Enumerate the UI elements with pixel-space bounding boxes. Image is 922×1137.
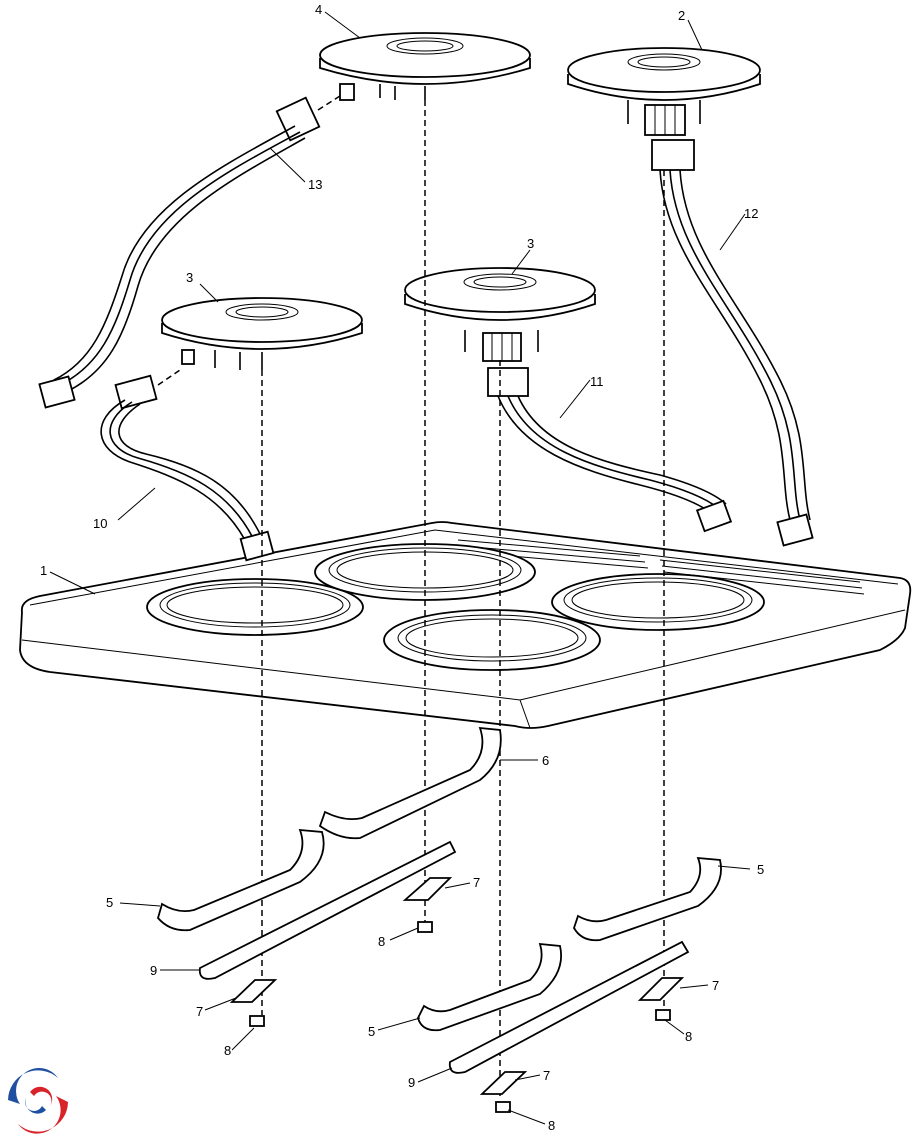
callout-12: 12 — [744, 206, 758, 221]
callout-6: 6 — [542, 753, 549, 768]
bracket-6 — [318, 726, 502, 840]
callout-7-a: 7 — [473, 875, 480, 890]
cooktop-panel — [19, 521, 912, 729]
nut-8-b — [249, 1015, 265, 1027]
burner-well-rear-right — [551, 573, 765, 631]
bar-9-left — [198, 840, 457, 980]
surface-element-3-center — [404, 267, 596, 362]
callout-3-left: 3 — [186, 270, 193, 285]
callout-labels: 4 2 3 3 1 13 12 11 10 6 5 5 5 9 9 7 7 7 … — [40, 2, 764, 1133]
callout-8-d: 8 — [548, 1118, 555, 1133]
wire-harness-10 — [100, 369, 275, 562]
leader-lines — [49, 11, 751, 1125]
callout-9-right: 9 — [408, 1075, 415, 1090]
surface-element-3-left — [161, 297, 363, 370]
callout-7-d: 7 — [543, 1068, 550, 1083]
bracket-5-right-bottom — [417, 942, 562, 1032]
surface-element-4 — [319, 32, 531, 101]
clip-7-d — [479, 1071, 528, 1095]
nut-8-a — [417, 921, 433, 933]
burner-well-front-left — [146, 578, 364, 636]
surface-element-2 — [567, 47, 761, 136]
callout-5-left: 5 — [106, 895, 113, 910]
clip-7-c — [637, 977, 685, 1001]
bracket-5-right-top — [573, 856, 722, 942]
nut-8-c — [655, 1009, 671, 1021]
wire-harness-13 — [38, 95, 341, 409]
wire-harness-11 — [487, 367, 733, 533]
clip-7-a — [402, 877, 453, 901]
callout-8-b: 8 — [224, 1043, 231, 1058]
callout-8-c: 8 — [685, 1029, 692, 1044]
callout-11: 11 — [590, 374, 604, 389]
callout-7-c: 7 — [712, 978, 719, 993]
callout-10: 10 — [93, 516, 107, 531]
callout-8-a: 8 — [378, 934, 385, 949]
clip-7-b — [229, 979, 278, 1003]
callout-1: 1 — [40, 563, 47, 578]
brand-logo — [6, 1067, 70, 1134]
burner-well-front-right — [383, 609, 601, 671]
callout-13: 13 — [308, 177, 322, 192]
callout-4: 4 — [315, 2, 322, 17]
callout-7-b: 7 — [196, 1004, 203, 1019]
callout-3-center: 3 — [527, 236, 534, 251]
bracket-5-left — [157, 828, 325, 932]
callout-5-right-top: 5 — [757, 862, 764, 877]
bar-9-right — [448, 940, 690, 1074]
callout-2: 2 — [678, 8, 685, 23]
nut-8-d — [495, 1101, 511, 1113]
callout-5-right-bottom: 5 — [368, 1024, 375, 1039]
callout-9-left: 9 — [150, 963, 157, 978]
wire-harness-12 — [651, 139, 814, 547]
